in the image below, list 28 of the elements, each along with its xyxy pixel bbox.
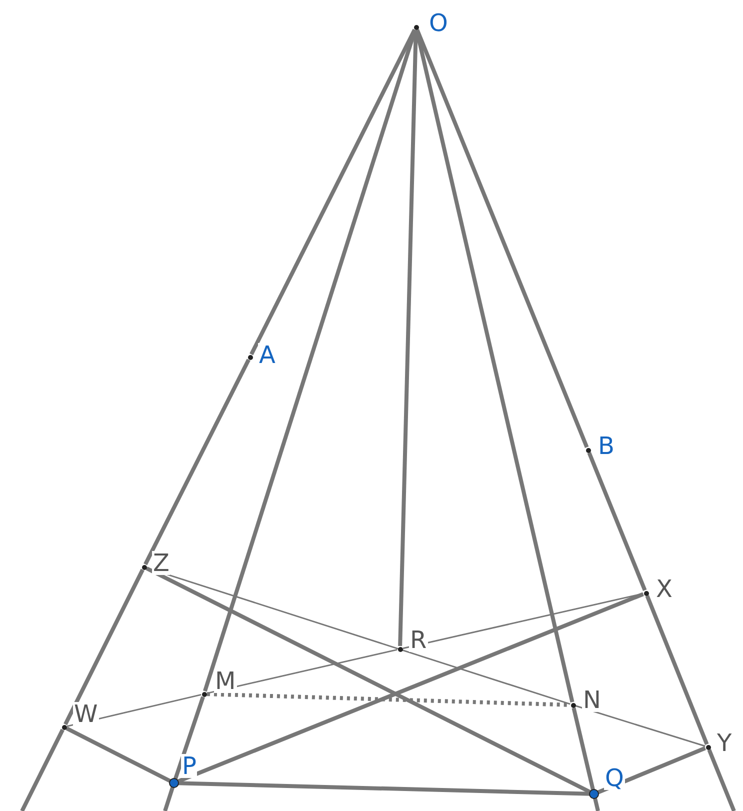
point-label: R	[409, 628, 428, 652]
line-segment	[176, 592, 644, 784]
point-label: N	[582, 688, 602, 712]
point-label: Q	[604, 766, 625, 790]
line-segment	[592, 796, 600, 811]
point-label: P	[181, 754, 198, 778]
line-segment	[576, 705, 706, 747]
line-segment	[66, 726, 172, 784]
line-segment	[176, 781, 592, 796]
point-label: W	[73, 702, 99, 726]
line-segment	[414, 29, 574, 703]
point-label: Z	[152, 551, 170, 575]
line-segment	[572, 707, 596, 792]
line-segment	[20, 728, 64, 811]
line-segment	[146, 567, 570, 705]
line-segment	[203, 29, 417, 692]
line-segment	[163, 785, 175, 811]
line-segment	[402, 592, 644, 650]
line-segment	[250, 28, 416, 356]
line-segment	[173, 696, 205, 781]
line-segment	[64, 568, 144, 726]
line-segment	[596, 746, 706, 795]
line-segment	[146, 566, 592, 794]
line-segment	[587, 452, 647, 591]
line-segment	[144, 358, 250, 566]
line-segment	[707, 749, 736, 811]
point-label: M	[214, 669, 237, 693]
line-segment	[645, 595, 709, 745]
